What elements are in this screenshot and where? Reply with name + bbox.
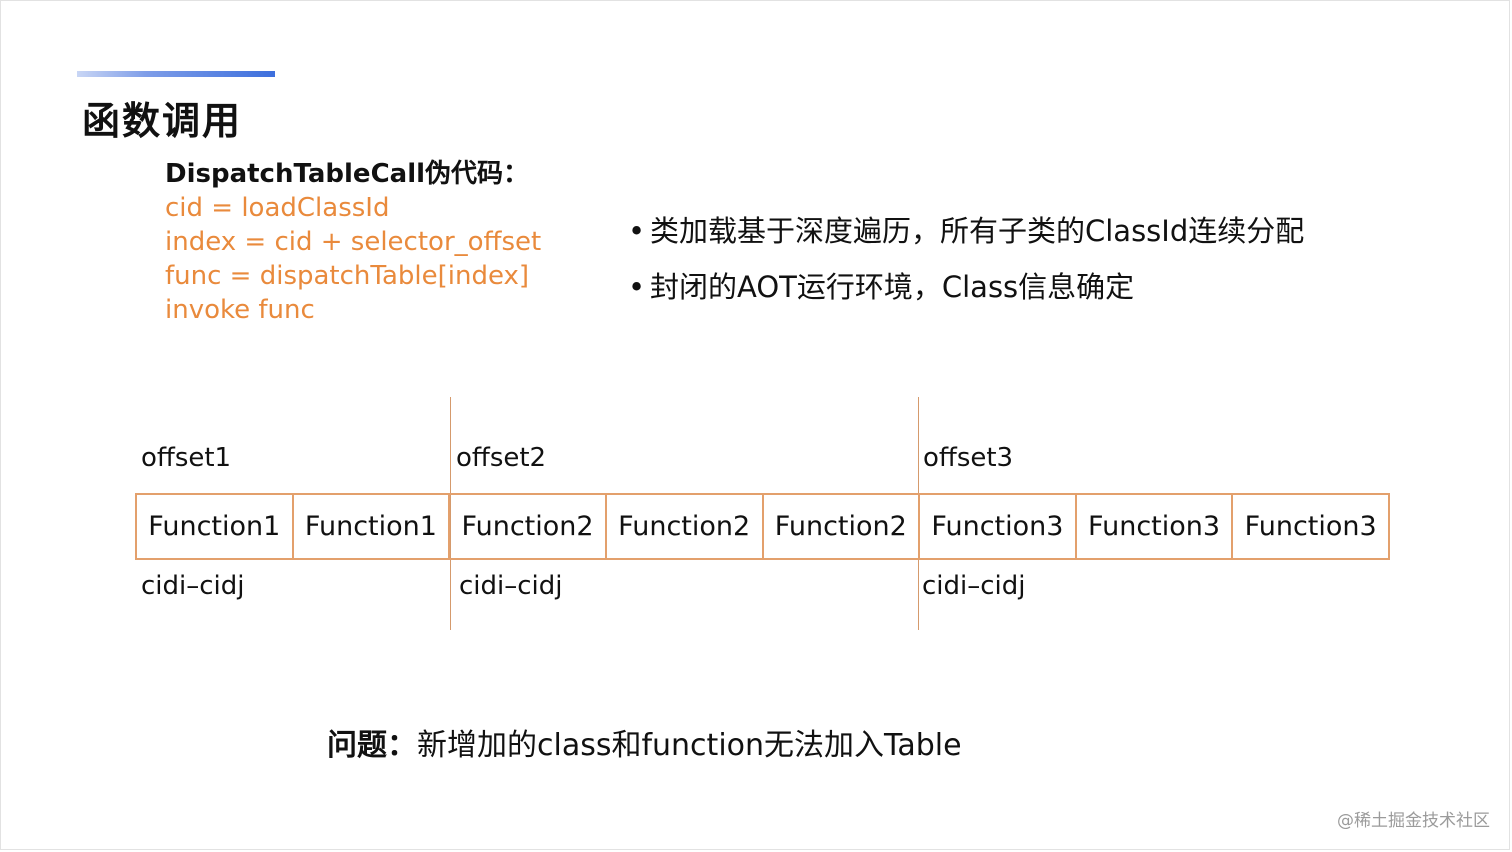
bullet-list: •类加载基于深度遍历，所有子类的ClassId连续分配 •封闭的AOT运行环境，… [628, 203, 1304, 315]
offset-label: offset3 [923, 443, 1014, 473]
offset-label: offset1 [141, 443, 232, 473]
code-line: index = cid + selector_offset [165, 227, 542, 257]
cid-range-label: cidi–cidj [459, 571, 563, 601]
pseudocode-block: DispatchTableCall伪代码： cid = loadClassId … [165, 157, 541, 327]
problem-text: 新增加的class和function无法加入Table [417, 728, 962, 763]
table-cell: Function2 [764, 495, 921, 558]
bullet-text: 类加载基于深度遍历，所有子类的ClassId连续分配 [650, 214, 1305, 248]
bullet-dot-icon: • [628, 214, 646, 248]
watermark: @稀土掘金技术社区 [1337, 811, 1490, 831]
bullet-dot-icon: • [628, 270, 646, 304]
code-line: func = dispatchTable[index] [165, 261, 530, 291]
group-divider [450, 397, 451, 630]
pseudocode-heading: DispatchTableCall伪代码： [165, 159, 530, 189]
table-cell: Function2 [607, 495, 764, 558]
offset-label: offset2 [456, 443, 547, 473]
bullet-item: •封闭的AOT运行环境，Class信息确定 [628, 259, 1304, 315]
table-cell: Function3 [1077, 495, 1234, 558]
dispatch-table-row: Function1 Function1 Function2 Function2 … [135, 493, 1390, 560]
title-accent-bar [77, 71, 275, 77]
table-cell: Function3 [1244, 511, 1377, 542]
table-cell: Function2 [450, 495, 607, 558]
table-cell: Function1 [294, 495, 451, 558]
bullet-text: 封闭的AOT运行环境，Class信息确定 [650, 270, 1135, 304]
problem-label: 问题： [327, 728, 417, 763]
bullet-item: •类加载基于深度遍历，所有子类的ClassId连续分配 [628, 203, 1304, 259]
table-cell: Function1 [137, 495, 294, 558]
problem-statement: 问题：新增加的class和function无法加入Table [327, 720, 962, 764]
cid-range-label: cidi–cidj [922, 571, 1026, 601]
slide-title: 函数调用 [82, 99, 243, 143]
cid-range-label: cidi–cidj [141, 571, 245, 601]
table-cell: Function3 [920, 495, 1077, 558]
code-line: invoke func [165, 295, 315, 325]
code-line: cid = loadClassId [165, 193, 390, 223]
